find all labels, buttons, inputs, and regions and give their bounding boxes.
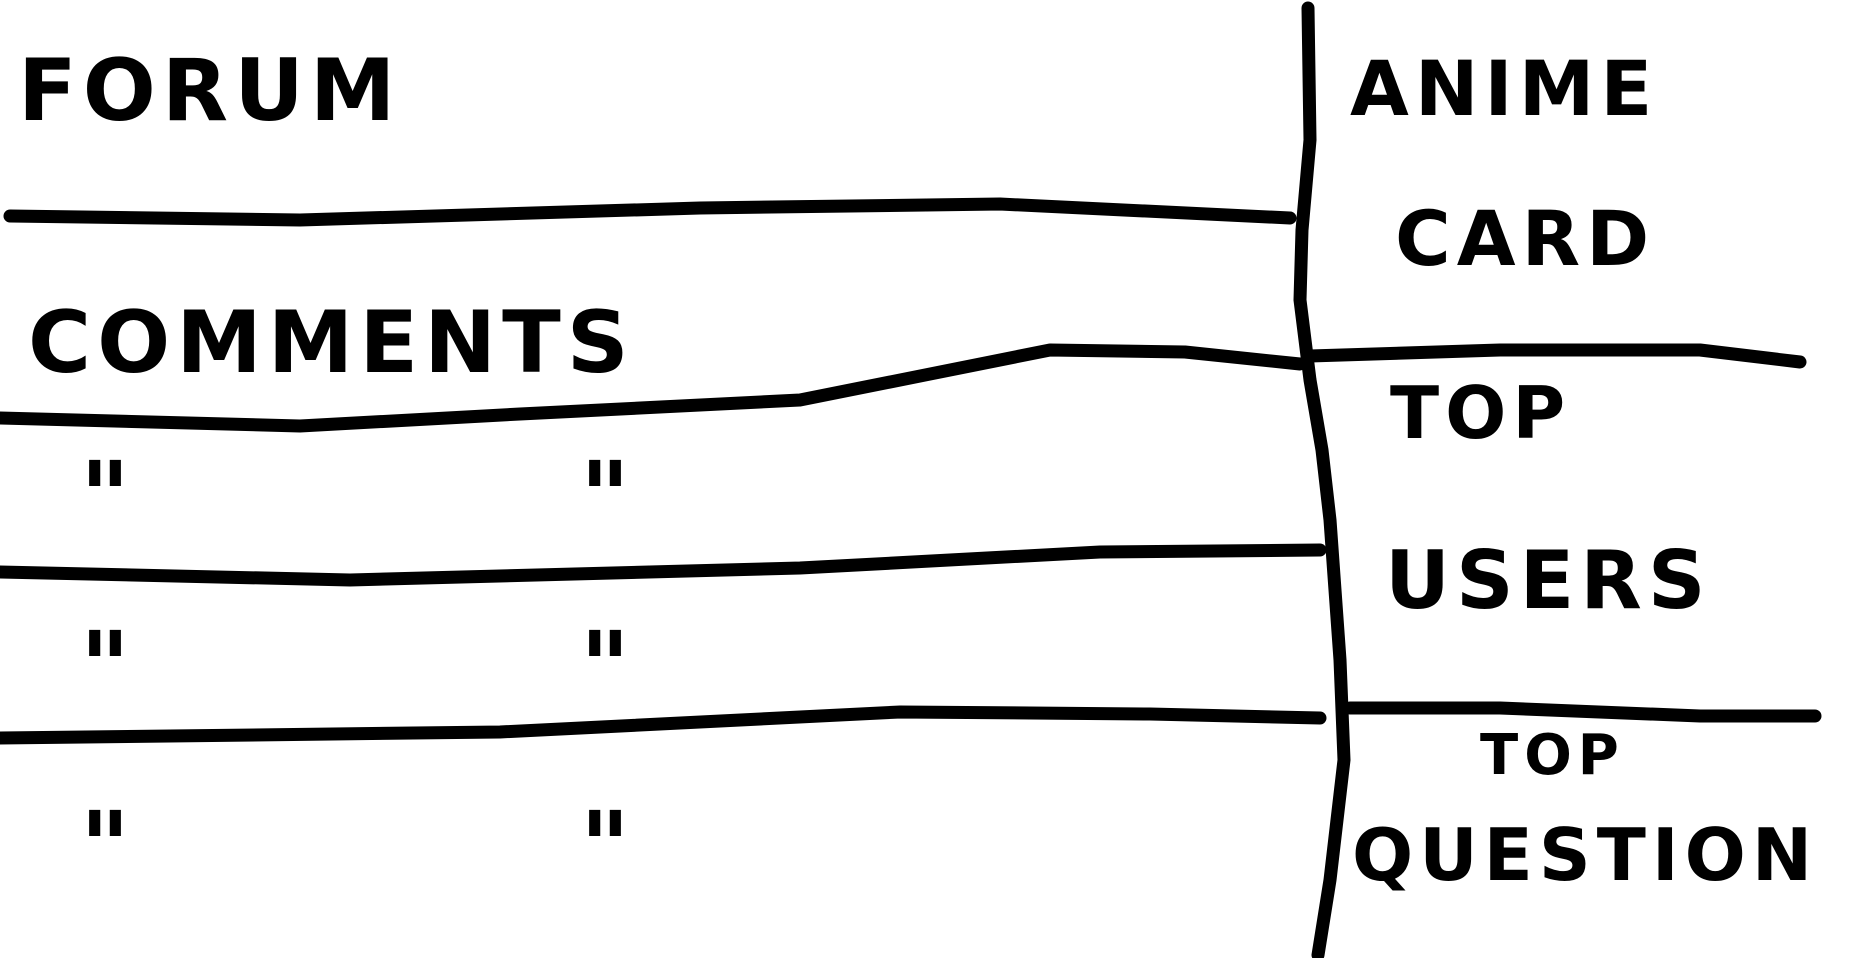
comment-author: " [80, 441, 136, 553]
comment-author: " [80, 791, 136, 903]
top-question-title: TOP [1480, 723, 1625, 788]
comment-text: " [580, 441, 636, 553]
comment-text: " [580, 611, 636, 723]
top-question-panel[interactable]: TOP QUESTION [1352, 723, 1818, 897]
comment-row[interactable]: " " [80, 611, 636, 723]
comments-divider [0, 343, 1307, 433]
top-users-subtitle: USERS [1385, 534, 1711, 627]
top-users-title: TOP [1390, 371, 1571, 455]
forum-title: FORUM [18, 41, 402, 141]
comment-text: " [580, 791, 636, 903]
comment-row[interactable]: " " [80, 791, 636, 903]
anime-card-subtitle: CARD [1395, 194, 1655, 283]
anime-card-title: ANIME [1350, 44, 1658, 133]
comment-row[interactable]: " " [80, 441, 636, 553]
comment-author: " [80, 611, 136, 723]
anime-card-panel[interactable]: ANIME CARD [1350, 44, 1658, 283]
comments-heading: COMMENTS [28, 293, 635, 393]
comment-row-divider [0, 543, 1327, 587]
comment-row-divider [0, 705, 1327, 745]
column-separator [1293, 1, 1351, 958]
forum-header-divider [3, 197, 1297, 227]
top-users-panel[interactable]: TOP USERS [1385, 371, 1711, 627]
sidebar-divider [1303, 343, 1807, 369]
sidebar-divider [1343, 701, 1822, 723]
top-question-subtitle: QUESTION [1352, 813, 1818, 897]
